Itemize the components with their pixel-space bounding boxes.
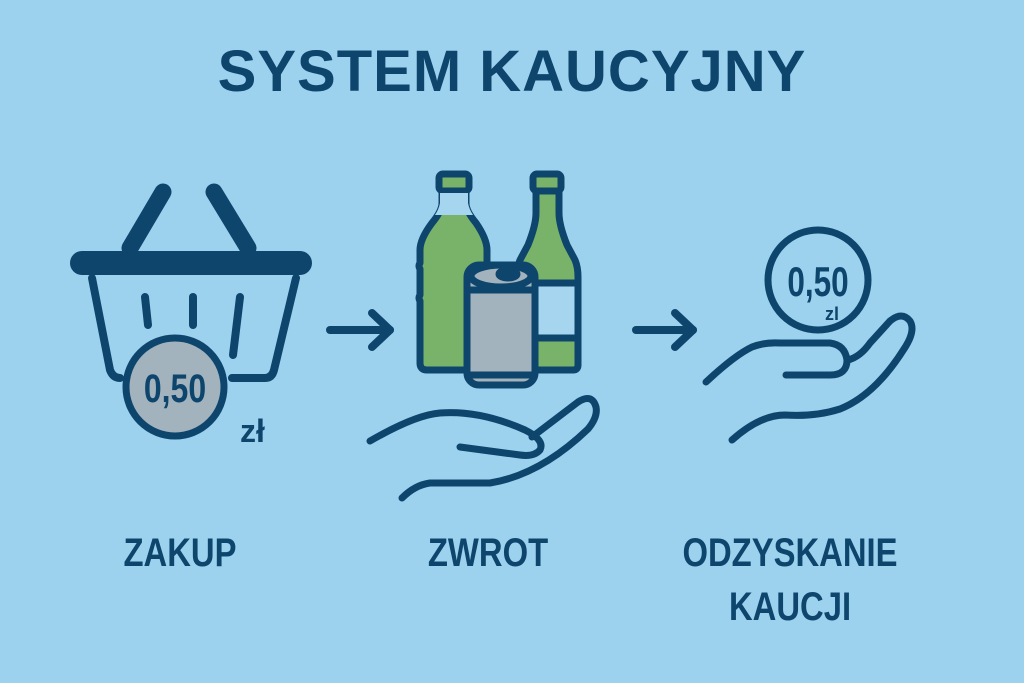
step-label-kaucji: KAUCJI xyxy=(728,585,852,629)
step-label-zakup: ZAKUP xyxy=(123,531,237,575)
coin-over-hand-icon: 0,50 zl xyxy=(702,226,916,444)
shopping-basket-icon: 0,50 zł xyxy=(70,183,312,449)
coin-amount: 0,50 xyxy=(787,258,848,306)
arrow-right-icon xyxy=(632,309,697,351)
page-title: SYSTEM KAUCYJNY xyxy=(217,39,807,104)
coin-currency: zl xyxy=(825,304,839,324)
step-label-odzyskanie: ODZYSKANIE xyxy=(682,531,898,575)
coin-currency: zł xyxy=(240,413,265,449)
bottles-and-can-over-hand-icon xyxy=(366,170,600,502)
arrow-right-icon xyxy=(326,309,394,351)
step-label-zwrot: ZWROT xyxy=(427,531,549,575)
coin-amount: 0,50 xyxy=(144,366,206,411)
